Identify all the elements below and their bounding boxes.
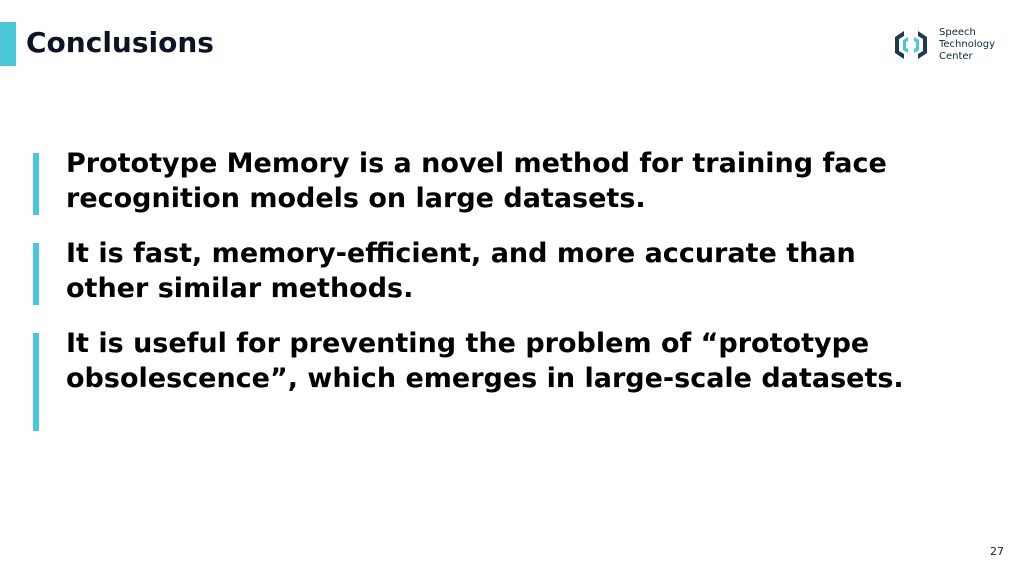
- page-number: 27: [990, 545, 1004, 558]
- logo-text-line-1: Speech: [939, 27, 976, 38]
- conclusion-text-3: It is useful for preventing the problem …: [66, 328, 904, 394]
- speech-technology-center-logo-icon: [895, 31, 927, 59]
- bullet-accent-bar: [33, 243, 39, 305]
- logo-text-line-3: Center: [939, 51, 973, 62]
- conclusion-point-2: It is fast, memory-efficient, and more a…: [33, 236, 933, 306]
- title-accent-bar: [0, 22, 16, 66]
- conclusion-text-2: It is fast, memory-efficient, and more a…: [66, 238, 856, 304]
- conclusions-list: Prototype Memory is a novel method for t…: [33, 146, 933, 431]
- slide-title: Conclusions: [26, 26, 214, 59]
- logo-text-line-2: Technology: [939, 39, 996, 50]
- bullet-accent-bar: [33, 153, 39, 215]
- conclusion-point-1: Prototype Memory is a novel method for t…: [33, 146, 933, 216]
- conclusion-text-1: Prototype Memory is a novel method for t…: [66, 148, 887, 214]
- conclusion-point-3: It is useful for preventing the problem …: [33, 326, 933, 431]
- company-logo: Speech Technology Center: [893, 27, 1003, 65]
- logo-text: Speech Technology Center: [939, 27, 995, 63]
- bullet-accent-bar: [33, 333, 39, 431]
